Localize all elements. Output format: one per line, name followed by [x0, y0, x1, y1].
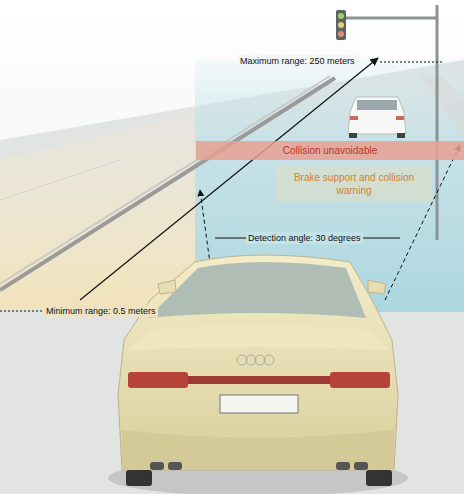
zone-band: Brake support and collision warning	[276, 166, 432, 202]
range-label: Detection angle: 30 degrees	[246, 232, 363, 244]
range-label: Maximum range: 250 meters	[238, 55, 357, 67]
zone-label: Collision unavoidable	[283, 144, 378, 157]
zone-band: Collision unavoidable	[196, 141, 464, 160]
zone-label: Brake support and collision warning	[280, 171, 428, 197]
range-label: Minimum range: 0.5 meters	[44, 305, 158, 317]
